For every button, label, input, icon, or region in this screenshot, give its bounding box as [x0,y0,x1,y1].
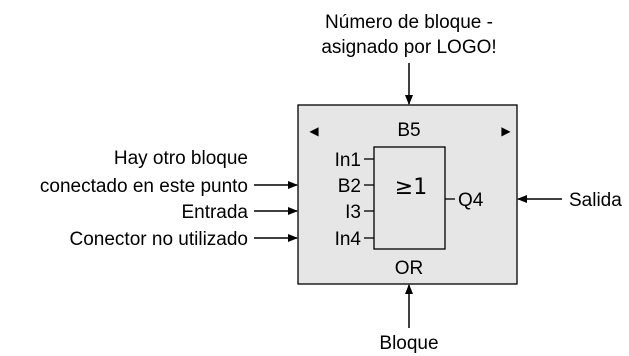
nav-left-icon: ◀ [309,124,319,138]
output-annotation-label: Salida [569,190,622,211]
block-number-label-line2: asignado por LOGO! [321,37,496,58]
input-label-3: I3 [345,202,361,223]
nav-right-icon: ▶ [501,124,511,138]
input-label-1: In1 [335,150,361,171]
gate-box [373,146,446,250]
other-block-label-line1: Hay otro bloque [114,148,248,169]
output-label: Q4 [458,190,484,211]
block-number: B5 [397,120,420,141]
other-block-label-line2: conectado en este punto [40,176,248,197]
input-annotation-label: Entrada [181,202,248,223]
gate-symbol: ≥1 [395,175,427,200]
input-label-2: B2 [338,176,361,197]
input-label-4: In4 [335,229,362,250]
block-type: OR [395,258,424,279]
unused-connector-label: Conector no utilizado [70,229,249,250]
block-number-label-line1: Número de bloque - [325,12,493,33]
block-annotation-label: Bloque [379,333,438,354]
